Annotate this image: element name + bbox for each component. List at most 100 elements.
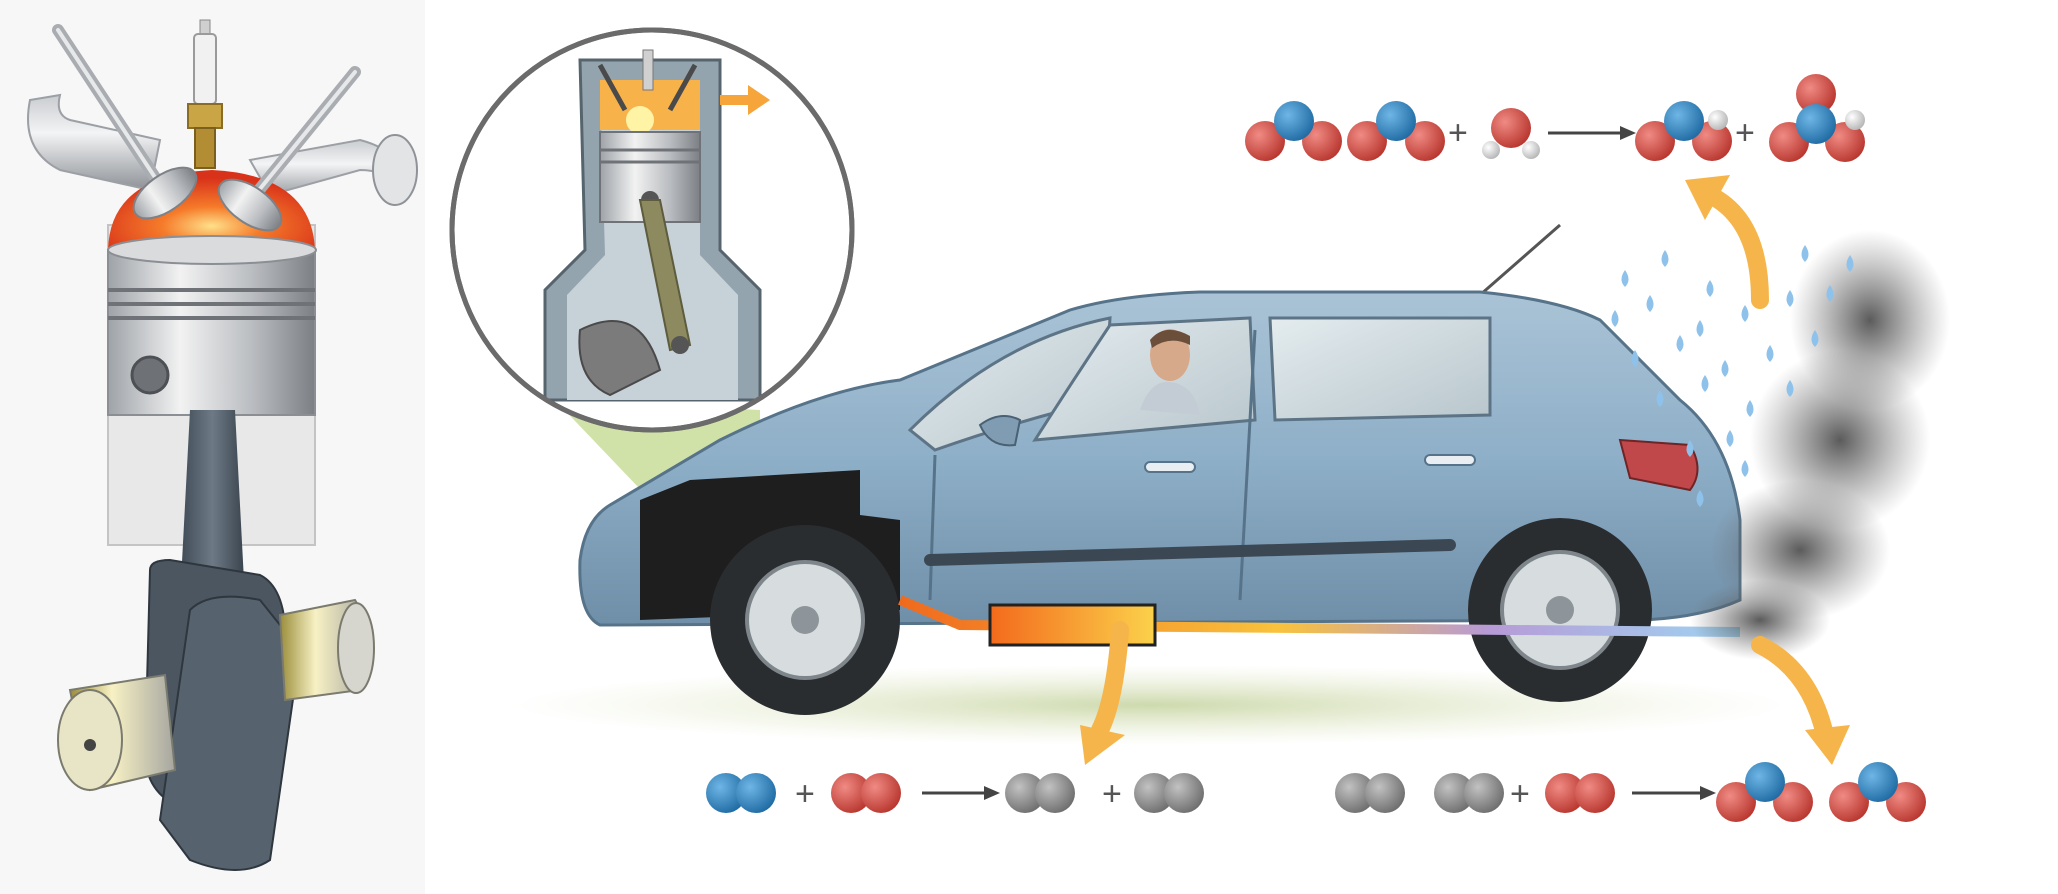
exhaust-out-arrow-icon bbox=[720, 85, 770, 115]
rain-drop bbox=[1696, 320, 1704, 337]
exhaust-cloud-icon bbox=[1690, 230, 1950, 660]
rain-drop bbox=[1646, 295, 1654, 312]
molecule-nitrous-acid bbox=[1635, 101, 1732, 161]
arrow-icon bbox=[1091, 186, 1834, 744]
molecule-gray bbox=[1134, 773, 1204, 813]
nitrogen-atom bbox=[1745, 762, 1785, 802]
gray-atom bbox=[1035, 773, 1075, 813]
rain-drop bbox=[1801, 245, 1809, 262]
spark-plug-icon bbox=[187, 19, 223, 169]
exhaust-valve bbox=[217, 66, 361, 232]
rain-drop bbox=[1621, 270, 1629, 287]
molecule-oxygen bbox=[831, 773, 901, 813]
nitrogen-atom bbox=[1664, 101, 1704, 141]
molecule-nitrogen bbox=[706, 773, 776, 813]
gray-atom bbox=[1434, 773, 1474, 813]
rain-drop bbox=[1631, 350, 1639, 367]
rear-window bbox=[1268, 316, 1492, 422]
rain-drop bbox=[1741, 305, 1749, 322]
rain-drop bbox=[1811, 330, 1819, 347]
plus-sign: + bbox=[1102, 775, 1122, 813]
rain-drop bbox=[1701, 375, 1709, 392]
hydrogen-atom bbox=[1482, 141, 1500, 159]
connecting-rod bbox=[180, 410, 245, 600]
oxygen-atom bbox=[1302, 121, 1342, 161]
oxygen-atom bbox=[1347, 121, 1387, 161]
reaction-arrow-icon bbox=[984, 786, 1000, 800]
oxygen-atom bbox=[861, 773, 901, 813]
oxygen-atom bbox=[1716, 782, 1756, 822]
rain-drop bbox=[1726, 430, 1734, 447]
reaction-equations bbox=[706, 74, 1926, 822]
oxygen-atom bbox=[1829, 782, 1869, 822]
molecule-gray bbox=[1335, 773, 1405, 813]
molecule-nitrogen-dioxide bbox=[1829, 762, 1926, 822]
rain-drop bbox=[1656, 390, 1664, 407]
rain-drop bbox=[1611, 310, 1619, 327]
crankshaft-icon bbox=[57, 558, 375, 871]
engine-cylinder-panel bbox=[0, 0, 425, 894]
equation-bottom-left: + + bbox=[795, 775, 1122, 813]
arrow-to-top-equation bbox=[1701, 186, 1769, 309]
rain-icon bbox=[1611, 245, 1854, 507]
rear-wheel-icon bbox=[1468, 518, 1652, 702]
gray-atom bbox=[1365, 773, 1405, 813]
molecule-nitrogen-dioxide bbox=[1347, 101, 1445, 161]
molecule-nitrogen-dioxide bbox=[1716, 762, 1813, 822]
rain-drop bbox=[1826, 285, 1834, 302]
oxygen-atom bbox=[831, 773, 871, 813]
oxygen-atom bbox=[1545, 773, 1585, 813]
nitrogen-atom bbox=[1796, 104, 1836, 144]
nitrogen-atom bbox=[1376, 101, 1416, 141]
molecule-nitric-acid bbox=[1769, 74, 1865, 162]
plus-sign: + bbox=[1448, 114, 1468, 152]
rain-drop bbox=[1786, 380, 1794, 397]
molecule-gray bbox=[1434, 773, 1504, 813]
rain-drop bbox=[1746, 400, 1754, 417]
nitrogen-atom bbox=[736, 773, 776, 813]
catalytic-converter bbox=[988, 603, 1157, 647]
arrowhead-bottom-left bbox=[1080, 725, 1125, 765]
front-wheel-icon bbox=[710, 525, 900, 715]
nitrogen-atom bbox=[1274, 101, 1314, 141]
gray-atom bbox=[1005, 773, 1045, 813]
gray-atom bbox=[1464, 773, 1504, 813]
rain-drop bbox=[1706, 280, 1714, 297]
oxygen-atom bbox=[1825, 122, 1865, 162]
arrowhead-bottom-right bbox=[1805, 725, 1850, 765]
windshield bbox=[907, 316, 1112, 452]
hydrogen-atom bbox=[1708, 110, 1728, 130]
rain-drop bbox=[1741, 460, 1749, 477]
oxygen-atom bbox=[1575, 773, 1615, 813]
molecule-gray bbox=[1005, 773, 1075, 813]
rain-drop bbox=[1766, 345, 1774, 362]
front-window bbox=[1032, 316, 1257, 442]
gray-atom bbox=[1335, 773, 1375, 813]
oxygen-atom bbox=[1635, 121, 1675, 161]
reaction-arrow-icon bbox=[1700, 786, 1716, 800]
rain-drop bbox=[1676, 335, 1684, 352]
rain-drop bbox=[1661, 250, 1669, 267]
molecule-oxygen bbox=[1545, 773, 1615, 813]
reaction-arrow-icon bbox=[1620, 126, 1636, 140]
molecule-water bbox=[1482, 108, 1540, 159]
plus-sign: + bbox=[1510, 775, 1530, 813]
intake-valve bbox=[52, 24, 198, 220]
rain-drop bbox=[1786, 290, 1794, 307]
exhaust-line bbox=[898, 595, 1741, 637]
gray-atom bbox=[1164, 773, 1204, 813]
engine-magnifier bbox=[449, 27, 855, 510]
plus-sign: + bbox=[1735, 114, 1755, 152]
piston-icon bbox=[107, 235, 317, 416]
oxygen-atom bbox=[1405, 121, 1445, 161]
oxygen-atom bbox=[1491, 108, 1531, 148]
arrow-to-bottom-right-equation bbox=[1751, 636, 1834, 744]
nitrogen-atom bbox=[1858, 762, 1898, 802]
gray-atom bbox=[1134, 773, 1174, 813]
hydrogen-atom bbox=[1522, 141, 1540, 159]
rain-drop bbox=[1721, 360, 1729, 377]
plus-sign: + bbox=[795, 775, 815, 813]
arrow-to-bottom-left-equation bbox=[1091, 621, 1129, 739]
driver-icon bbox=[1140, 329, 1200, 415]
